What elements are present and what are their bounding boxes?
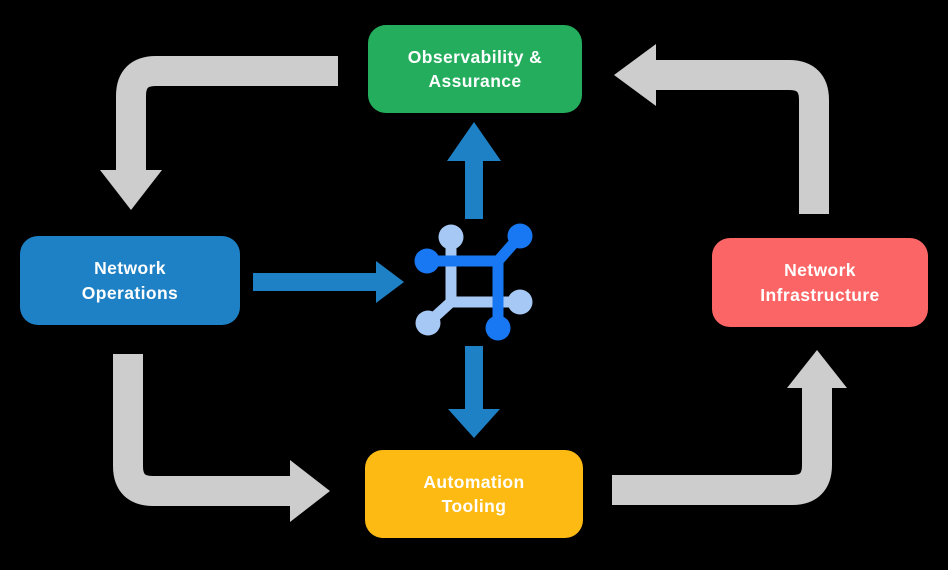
node-network-infrastructure: Network Infrastructure	[712, 238, 928, 327]
network-mesh-icon-dark-part	[414, 223, 533, 341]
node-label-line: Network	[94, 258, 166, 279]
arrow-center-to-observability	[447, 122, 501, 219]
network-mesh-icon	[414, 223, 533, 341]
node-network-operations: Network Operations	[20, 236, 240, 325]
node-label-line: Tooling	[441, 496, 507, 516]
arrow-automation-to-infrastructure	[612, 350, 847, 505]
node-label-line: Network	[784, 260, 856, 281]
node-automation-tooling: Automation Tooling	[365, 450, 583, 538]
node-observability-assurance: Observability & Assurance	[368, 25, 582, 113]
node-label-line: Assurance	[428, 71, 522, 91]
arrow-observability-to-operations	[100, 56, 338, 210]
node-label-line: Observability &	[407, 46, 543, 67]
arrow-center-to-automation	[448, 346, 500, 438]
arrow-infrastructure-to-observability	[614, 44, 829, 214]
node-label-line: Automation	[423, 471, 525, 492]
arrow-operations-to-automation	[113, 354, 330, 522]
node-label-line: Infrastructure	[760, 284, 880, 305]
arrow-operations-to-center	[253, 261, 404, 303]
node-label-line: Operations	[81, 282, 179, 303]
